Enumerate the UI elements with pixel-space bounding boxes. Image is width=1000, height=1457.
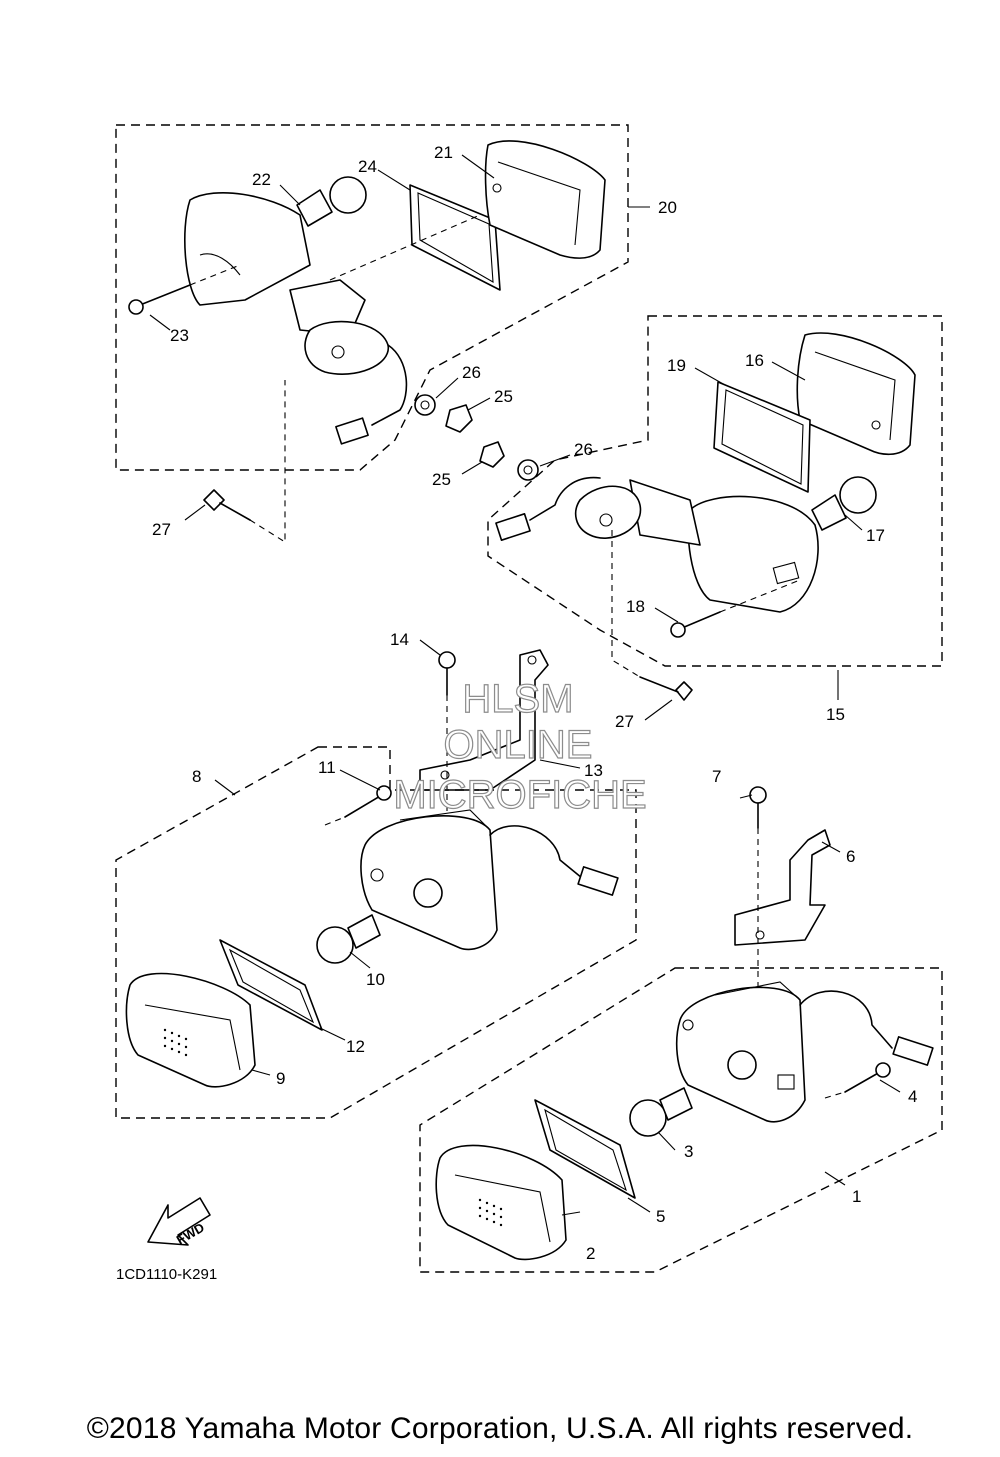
nut-25-lower (479, 441, 505, 468)
watermark-line-1: HLSM (462, 677, 573, 721)
callout-21: 21 (434, 143, 453, 162)
assembly-20-group (115, 124, 629, 471)
connector-1 (892, 1036, 934, 1066)
bulb-17-glass (839, 476, 877, 514)
wire-1 (799, 990, 893, 1049)
callout-27-right: 27 (615, 712, 634, 731)
diagram-code: 1CD1110-K291 (116, 1266, 217, 1283)
connector-8 (577, 866, 619, 896)
screw-14 (438, 651, 456, 669)
assembly-15-dashed-box (487, 315, 943, 667)
gasket-5 (534, 1099, 636, 1199)
bracket-6 (734, 829, 831, 946)
fwd-arrow: FWD (147, 1197, 211, 1247)
washer-26-lower (517, 459, 539, 481)
bolt-27-left (203, 489, 225, 511)
bracket-13 (419, 649, 549, 791)
assembly-1-group (419, 967, 943, 1273)
callout-4: 4 (908, 1087, 917, 1106)
screw-4 (844, 1071, 881, 1093)
lens-2 (435, 1144, 567, 1261)
connector-20 (335, 417, 369, 445)
lens-16 (796, 332, 916, 456)
lens-21 (484, 140, 606, 259)
flange-20 (304, 320, 389, 375)
bulb-3-glass (629, 1099, 667, 1137)
callout-3: 3 (684, 1142, 693, 1161)
callout-12: 12 (346, 1037, 365, 1056)
nut-25-upper (445, 404, 473, 433)
callout-10: 10 (366, 970, 385, 989)
screw-7 (749, 786, 767, 804)
callout-20: 20 (658, 198, 677, 217)
screw-18 (681, 611, 721, 629)
assembly-8-dashed-box (115, 746, 637, 1119)
callout-6: 6 (846, 847, 855, 866)
callout-26-upper: 26 (462, 363, 481, 382)
washer-26-upper (414, 394, 436, 416)
wire-15 (529, 476, 601, 521)
lens-9 (125, 972, 256, 1088)
copyright-notice: ©2018 Yamaha Motor Corporation, U.S.A. A… (86, 1412, 914, 1445)
housing-20 (184, 191, 311, 306)
callouts: 1 2 3 4 5 6 7 8 9 10 11 12 13 14 15 16 1… (152, 143, 917, 1263)
callout-8: 8 (192, 767, 201, 786)
lens-2-texture (478, 1198, 503, 1227)
wire-8 (489, 825, 583, 879)
callout-2: 2 (586, 1244, 595, 1263)
callout-26-lower: 26 (574, 440, 593, 459)
callout-23: 23 (170, 326, 189, 345)
callout-13: 13 (584, 761, 603, 780)
callout-18: 18 (626, 597, 645, 616)
callout-25-upper: 25 (494, 387, 513, 406)
callout-1: 1 (852, 1187, 861, 1206)
bulb-10 (347, 914, 381, 949)
callout-5: 5 (656, 1207, 665, 1226)
callout-7: 7 (712, 767, 721, 786)
callout-24: 24 (358, 157, 377, 176)
bulb-3 (659, 1087, 693, 1121)
callout-22: 22 (252, 170, 271, 189)
gasket-19 (713, 381, 811, 493)
assembly-20-dashed-box (115, 124, 629, 471)
callout-14: 14 (390, 630, 409, 649)
fwd-arrow-icon (147, 1197, 211, 1246)
assembly-1-dashed-box (419, 967, 943, 1273)
bulb-22 (296, 189, 333, 227)
watermark-line-3: MICROFICHE (393, 773, 646, 817)
bracket-13-group (419, 649, 549, 830)
watermark: HLSM ONLINE MICROFICHE (393, 676, 648, 817)
callout-25-lower: 25 (432, 470, 451, 489)
socket-8 (413, 878, 443, 908)
callout-27-left: 27 (152, 520, 171, 539)
wire-20 (371, 344, 408, 426)
bulb-10-glass (316, 926, 354, 964)
callout-15: 15 (826, 705, 845, 724)
callout-9: 9 (276, 1069, 285, 1088)
flange-15 (574, 485, 642, 539)
screw-23 (139, 284, 191, 306)
gasket-24 (409, 184, 501, 291)
watermark-line-2: ONLINE (444, 723, 593, 767)
assembly-8-group (115, 746, 637, 1119)
socket-1 (727, 1050, 757, 1080)
callout-11: 11 (318, 758, 336, 777)
callout-19: 19 (667, 356, 686, 375)
callout-17: 17 (866, 526, 885, 545)
callout-16: 16 (745, 351, 764, 370)
connector-15 (495, 513, 531, 541)
bulb-22-glass (329, 176, 367, 214)
bolts-27 (203, 380, 693, 701)
bracket-6-group (734, 786, 831, 995)
screw-11 (344, 794, 383, 818)
bolt-27-right (675, 681, 693, 701)
housing-15 (687, 495, 819, 613)
lens-9-texture (163, 1028, 188, 1057)
assembly-15-group (487, 315, 943, 667)
fasteners-25-26 (414, 394, 539, 481)
gasket-12 (219, 939, 323, 1031)
bulb-17 (811, 494, 847, 531)
leader-lines (149, 154, 901, 1216)
